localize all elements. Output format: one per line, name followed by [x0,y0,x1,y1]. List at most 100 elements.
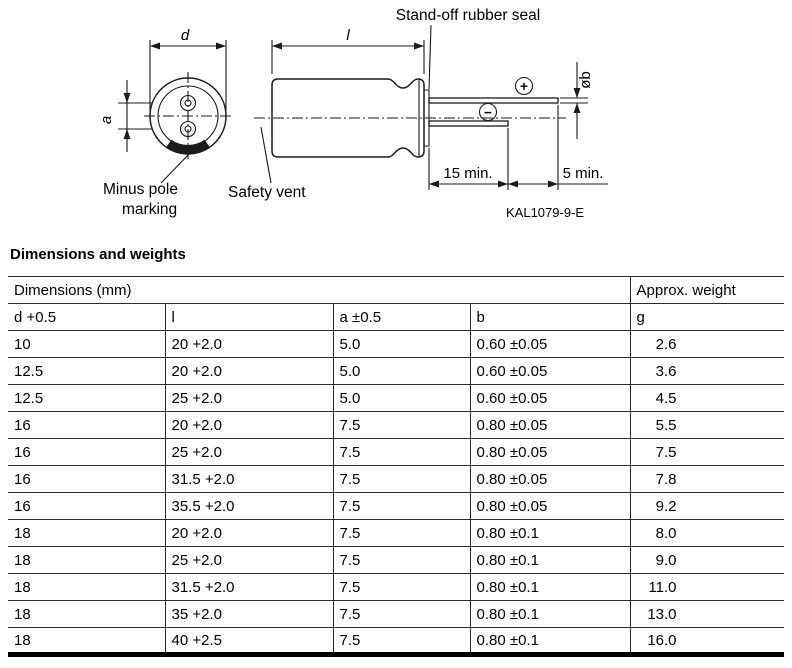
dimension-d: d [149,27,227,110]
capacitor-body [271,78,425,158]
table-cell: 7.5 [332,546,470,574]
table-cell: 0.80 ±0.1 [469,573,631,601]
table-cell: 0.80 ±0.1 [469,627,631,655]
table-column-header-row: d +0.5 l a ±0.5 b g [8,303,785,331]
capacitor-end-view [144,72,232,160]
minus-symbol: − [484,105,492,120]
minus-pole-marking-area [166,139,210,154]
polarity-symbols: + − [478,76,534,122]
section-title: Dimensions and weights [10,246,186,263]
dim-15min-label: 15 min. [443,165,492,182]
table-cell: 7.5 [332,519,470,547]
capacitor-technical-drawing: d a + − [98,7,608,220]
table-cell: 16.0 [629,627,785,655]
table-cell: 31.5 +2.0 [164,573,333,601]
table-cell: 11.0 [629,573,785,601]
table-cell: 16 [8,492,165,520]
table-cell: 0.80 ±0.05 [469,438,631,466]
table-cell: 16 [8,465,165,493]
dimension-lead-lengths: 15 min. 5 min. [428,105,608,190]
drawing-code: KAL1079-9-E [506,205,584,220]
group-header-dimensions: Dimensions (mm) [8,276,631,304]
table-cell: 16 [8,411,165,439]
table-cell: 7.8 [629,465,785,493]
table-cell: 18 [8,627,165,655]
dimensions-table: Dimensions (mm) Approx. weight d +0.5 l … [8,276,785,657]
table-cell: 18 [8,600,165,628]
table-cell: 7.5 [332,465,470,493]
table-cell: 25 +2.0 [164,546,333,574]
table-cell: 7.5 [332,411,470,439]
table-cell: 20 +2.0 [164,411,333,439]
table-group-header-row: Dimensions (mm) Approx. weight [8,276,785,304]
table-cell: 20 +2.0 [164,519,333,547]
table-cell: 9.2 [629,492,785,520]
table-cell: 0.80 ±0.05 [469,411,631,439]
table-cell: 7.5 [332,573,470,601]
table-cell: 0.80 ±0.1 [469,600,631,628]
table-cell: 35 +2.0 [164,600,333,628]
table-cell: 0.80 ±0.05 [469,492,631,520]
table-cell: 18 [8,546,165,574]
table-cell: 5.0 [332,384,470,412]
table-cell: 0.60 ±0.05 [469,357,631,385]
table-cell: 12.5 [8,357,165,385]
dim-b-label: øb [577,71,594,89]
column-header-d: d +0.5 [8,303,165,331]
dim-a-label: a [98,116,115,124]
table-cell: 9.0 [629,546,785,574]
table-cell: 4.5 [629,384,785,412]
safety-vent-label: Safety vent [228,184,306,201]
table-cell: 31.5 +2.0 [164,465,333,493]
table-cell: 0.80 ±0.05 [469,465,631,493]
table-cell: 5.0 [332,357,470,385]
plus-symbol: + [520,79,528,94]
table-cell: 8.0 [629,519,785,547]
table-cell: 12.5 [8,384,165,412]
table-cell: 20 +2.0 [164,357,333,385]
table-cell: 18 [8,519,165,547]
table-cell: 2.6 [629,330,785,358]
table-cell: 7.5 [332,438,470,466]
group-header-weight: Approx. weight [629,276,785,304]
negative-lead [428,120,509,127]
minus-pole-label-line2: marking [122,201,177,218]
column-header-a: a ±0.5 [332,303,470,331]
table-cell: 0.80 ±0.1 [469,546,631,574]
table-cell: 25 +2.0 [164,384,333,412]
capacitor-side-view [254,78,566,158]
table-cell: 7.5 [332,600,470,628]
column-header-l: l [164,303,333,331]
positive-lead [428,97,559,104]
table-cell: 5.5 [629,411,785,439]
table-cell: 5.0 [332,330,470,358]
table-cell: 18 [8,573,165,601]
table-cell: 25 +2.0 [164,438,333,466]
minus-pole-label-line1: Minus pole [103,181,178,198]
dimension-b: øb [560,62,594,139]
table-cell: 13.0 [629,600,785,628]
column-header-g: g [629,303,785,331]
table-cell: 7.5 [332,627,470,655]
dimension-a: a [98,80,152,152]
dim-5min-label: 5 min. [563,165,604,182]
column-header-b: b [469,303,631,331]
dimension-l: l [271,27,425,74]
table-cell: 7.5 [629,438,785,466]
table-cell: 3.6 [629,357,785,385]
table-cell: 16 [8,438,165,466]
callouts: Stand-off rubber seal Safety vent Minus … [103,7,584,220]
